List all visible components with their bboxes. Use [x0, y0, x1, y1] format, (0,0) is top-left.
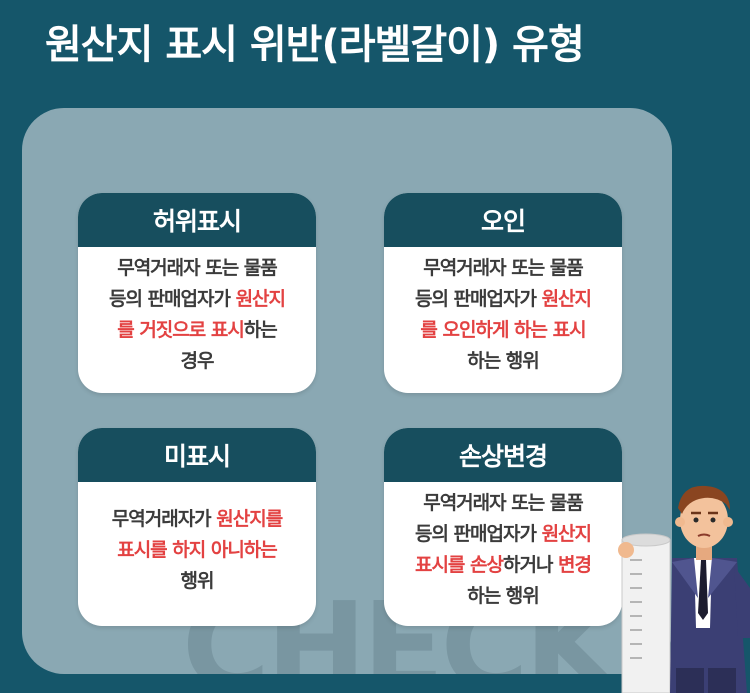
description-line: 를 오인하게 하는 표시 — [396, 315, 610, 346]
description-text: 무역거래자 또는 물품 — [423, 492, 584, 514]
description-line: 하는 행위 — [396, 581, 610, 612]
description-line: 무역거래자 또는 물품 — [396, 253, 610, 284]
description-line: 무역거래자가 원산지를 — [90, 504, 304, 535]
description-text: 하는 — [243, 319, 278, 341]
description-line: 무역거래자 또는 물품 — [90, 253, 304, 284]
description-line: 행위 — [90, 566, 304, 597]
description-text: 경우 — [180, 350, 215, 372]
description-line: 하는 행위 — [396, 346, 610, 377]
description-line: 표시를 손상하거나 변경 — [396, 550, 610, 581]
card-heading: 오인 — [384, 193, 622, 247]
description-line: 표시를 하지 아니하는 — [90, 535, 304, 566]
description-text: 무역거래자가 — [111, 508, 217, 530]
highlight-text: 를 오인하게 하는 표시 — [420, 319, 586, 341]
card-heading: 손상변경 — [384, 428, 622, 482]
description-line: 경우 — [90, 346, 304, 377]
description-text: 등의 판매업자가 — [414, 523, 542, 545]
description-line: 등의 판매업자가 원산지 — [90, 284, 304, 315]
description-text: 무역거래자 또는 물품 — [423, 257, 584, 279]
description-text: 하는 행위 — [467, 585, 540, 607]
page-title: 원산지 표시 위반(라벨갈이) 유형 — [45, 22, 585, 68]
description-text: 등의 판매업자가 — [108, 288, 236, 310]
highlight-text: 를 거짓으로 표시 — [117, 319, 245, 341]
description-line: 무역거래자 또는 물품 — [396, 488, 610, 519]
highlight-text: 표시를 하지 아니하는 — [117, 539, 278, 561]
description-text: 행위 — [180, 570, 215, 592]
description-text: 하는 행위 — [467, 350, 540, 372]
description-text: 무역거래자 또는 물품 — [117, 257, 278, 279]
description-text: 하거나 — [502, 554, 559, 576]
card-heading: 허위표시 — [78, 193, 316, 247]
highlight-text: 변경 — [558, 554, 592, 576]
highlight-text: 원산지 — [541, 288, 592, 310]
highlight-text: 원산지 — [541, 523, 592, 545]
card-heading: 미표시 — [78, 428, 316, 482]
description-line: 등의 판매업자가 원산지 — [396, 284, 610, 315]
description-line: 를 거짓으로 표시하는 — [90, 315, 304, 346]
highlight-text: 원산지를 — [216, 508, 283, 530]
highlight-text: 표시를 손상 — [414, 554, 504, 576]
highlight-text: 원산지 — [235, 288, 286, 310]
description-text: 등의 판매업자가 — [414, 288, 542, 310]
description-line: 등의 판매업자가 원산지 — [396, 519, 610, 550]
businessman-with-checklist-icon — [618, 485, 750, 693]
